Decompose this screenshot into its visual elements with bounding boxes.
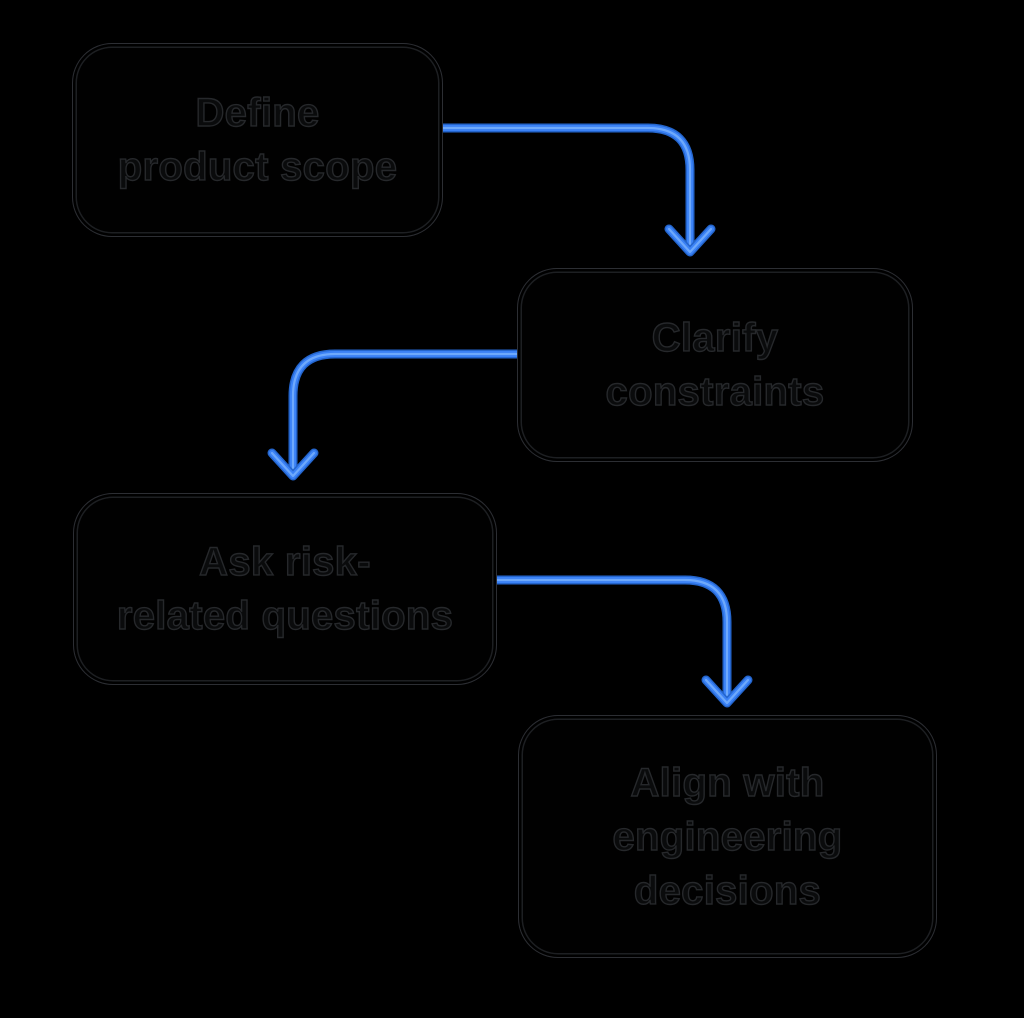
arrowhead-down-icon [704,678,750,705]
node-label-line: Clarify [651,315,779,360]
arrowhead-down-icon [669,229,711,252]
arrowhead-down-icon [667,227,713,254]
arrowhead-down-icon [706,680,748,703]
node-label-line: related questions [116,593,454,638]
edge-define-to-clarify [443,128,711,252]
arrowhead-down-icon [272,453,314,476]
edge-line [443,128,690,244]
edge-line [497,580,727,695]
edge-ask-risk-to-align [497,580,748,703]
node-label-line: decisions [633,868,822,913]
node-label-line: Align with [630,760,825,805]
edge-line [293,354,517,468]
node-define-product-scope: Define product scope [72,43,443,237]
edge-line [293,354,517,468]
node-label-line: engineering [612,814,843,859]
node-align-with-engineering-decisions: Align with engineering decisions [518,715,937,958]
node-label-line: Define [195,90,320,135]
node-label-line: constraints [605,369,825,414]
arrowhead-down-icon [706,680,748,703]
node-ask-risk-related-questions: Ask risk- related questions [73,493,497,685]
arrowhead-down-icon [272,453,314,476]
edge-line [291,352,519,470]
edge-clarify-to-ask-risk [272,354,517,476]
edge-line [443,128,690,244]
arrowhead-down-icon [669,229,711,252]
edge-line [497,580,727,695]
node-label-line: product scope [117,144,398,189]
node-clarify-constraints: Clarify constraints [517,268,913,462]
arrowhead-down-icon [270,451,316,478]
node-label-line: Ask risk- [198,539,371,584]
edge-line [495,578,729,697]
edge-line [441,126,692,246]
